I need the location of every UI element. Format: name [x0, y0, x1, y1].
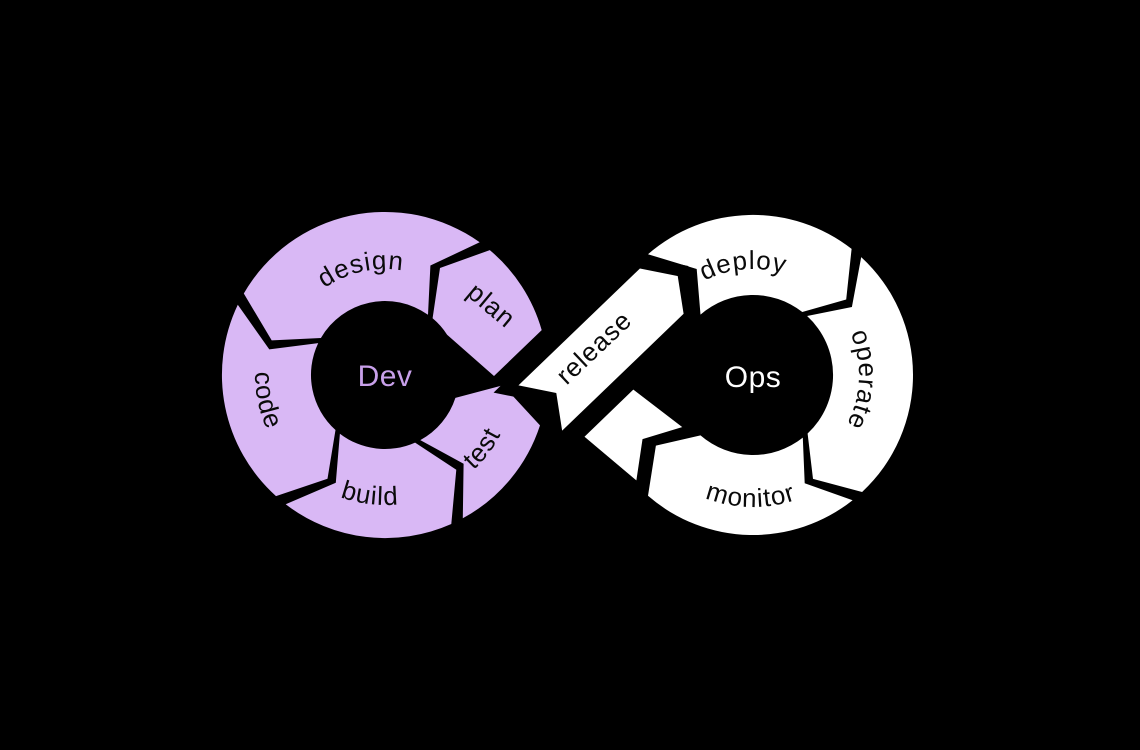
segment-operate [807, 257, 913, 492]
segment-build [285, 433, 457, 539]
segment-design [243, 211, 480, 341]
segment-test [420, 385, 540, 519]
segment-deploy [648, 214, 852, 315]
ops-loop [569, 214, 913, 536]
segment-code [221, 304, 336, 497]
dev-loop [221, 211, 542, 539]
ops-center-label: Ops [725, 361, 782, 394]
dev-center-label: Dev [358, 360, 413, 393]
segment-plan [432, 250, 542, 376]
segment-release [493, 255, 697, 456]
segment-return-band [569, 376, 704, 500]
segment-monitor [648, 435, 853, 536]
